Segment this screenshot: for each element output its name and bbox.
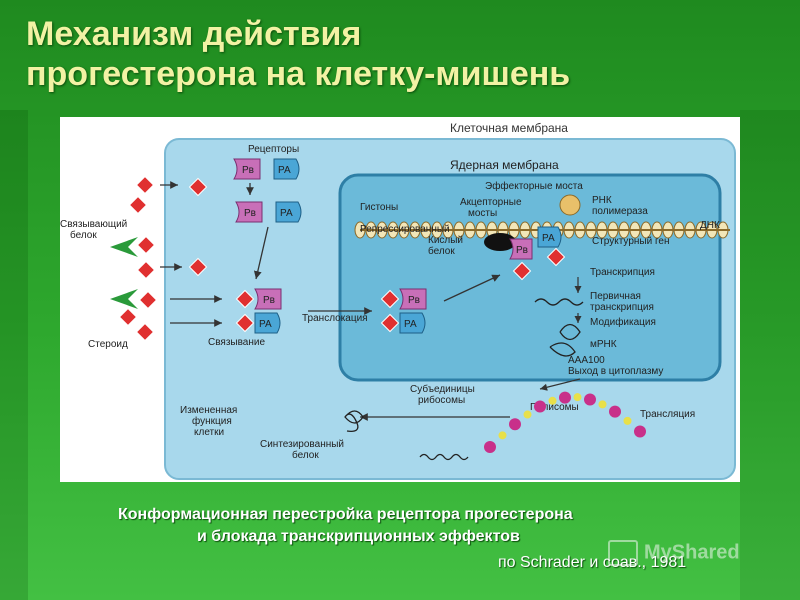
polysomes-label: Полисомы: [530, 402, 579, 413]
svg-text:Рв: Рв: [242, 165, 254, 176]
structural-gene-label: Структурный ген: [592, 236, 669, 247]
receptors-label: Рецепторы: [248, 144, 299, 155]
dna-label: ДНК: [700, 220, 720, 231]
svg-text:Рв: Рв: [263, 295, 275, 306]
rna-polymerase: [559, 194, 581, 216]
primary-transcript-label-2: транскрипция: [590, 302, 654, 313]
changed-function-label-3: клетки: [194, 427, 224, 438]
caption-line-1: Конформационная перестройка рецептора пр…: [118, 506, 573, 523]
citation: по Schrader и соав., 1981: [498, 554, 687, 571]
ribosome-subunits-label-2: рибосомы: [418, 394, 465, 406]
receptor-b-bound: Рв: [236, 288, 282, 310]
modification-label: Модификация: [590, 316, 656, 328]
title-line-2: прогестерона на клетку-мишень: [26, 55, 571, 93]
ribosome-subunits-label-1: Субъединицы: [410, 383, 475, 395]
translocation-label: Транслокация: [302, 313, 368, 324]
primary-transcript-wave: [534, 298, 584, 306]
receptor-on-dna: Рв РА: [509, 226, 565, 280]
synthesized-protein-wave: [419, 453, 469, 461]
steroid-label: Стероид: [88, 339, 128, 350]
rna-polymerase-label-1: РНК: [592, 195, 612, 206]
watermark-icon: [608, 540, 638, 566]
protein-tangle: [344, 410, 364, 432]
ribosome: [573, 393, 582, 402]
receptor-pair-1: Рв РА: [233, 158, 300, 180]
receptor-b-nucleus: Рв: [381, 288, 427, 310]
watermark: MyShared: [608, 540, 740, 566]
acidic-protein-label-1: Кислый: [428, 235, 463, 246]
acidic-protein-label-2: белок: [428, 245, 455, 257]
mrna-label: мРНК: [590, 339, 617, 350]
svg-text:Рв: Рв: [516, 245, 528, 256]
receptor-a-bound: РА: [236, 312, 281, 334]
effector-bridges-label: Эффекторные моста: [485, 180, 583, 192]
acidic-protein-blob: [484, 233, 516, 251]
ribosome: [534, 400, 546, 413]
translation-label: Трансляция: [640, 409, 695, 420]
svg-text:РА: РА: [278, 165, 291, 176]
binding-label: Связывание: [208, 337, 265, 348]
mrna-coil: [549, 323, 581, 357]
caption-line-2: и блокада транскрипционных эффектов: [197, 528, 520, 545]
receptor-pair-2: Рв РА: [235, 201, 302, 223]
svg-text:РА: РА: [404, 319, 417, 330]
ribosome: [523, 410, 532, 419]
primary-transcript-label-1: Первичная: [590, 291, 641, 302]
export-label: Выход в цитоплазму: [568, 366, 663, 377]
ribosome: [484, 441, 496, 453]
synthesized-protein-label-2: белок: [292, 449, 319, 461]
mechanism-diagram: Клеточная мембрана Ядерная мембрана ДНК …: [60, 117, 740, 482]
ribosome: [634, 425, 646, 438]
transcription-label: Транскрипция: [590, 267, 655, 278]
arrows: [160, 181, 510, 421]
ribosome: [623, 416, 632, 425]
receptor-a-nucleus: РА: [381, 312, 426, 334]
svg-text:Рв: Рв: [408, 295, 420, 306]
nuclear-membrane-label: Ядерная мембрана: [450, 158, 559, 172]
watermark-text: MyShared: [644, 541, 740, 564]
histones-label: Гистоны: [360, 202, 398, 213]
polya-label: AAA100: [568, 355, 605, 366]
ribosome: [584, 393, 596, 406]
changed-function-label-1: Измененная: [180, 405, 237, 416]
acceptor-bridges-label-1: Акцепторные: [460, 197, 522, 208]
rna-polymerase-label-2: полимераза: [592, 206, 648, 217]
ribosome: [498, 431, 507, 440]
repressed-label: Репрессированный: [360, 224, 450, 235]
acceptor-bridges-label-2: мосты: [468, 208, 497, 219]
title-line-1: Механизм действия: [26, 15, 362, 53]
slide-title: Механизм действия прогестерона на клетку…: [26, 14, 786, 94]
cell-membrane-label: Клеточная мембрана: [450, 121, 568, 135]
binding-protein-label-1: Связывающий: [60, 219, 127, 230]
changed-function-label-2: функция: [192, 415, 232, 427]
svg-text:Рв: Рв: [244, 208, 256, 219]
svg-text:РА: РА: [280, 208, 293, 219]
ribosome: [609, 405, 621, 418]
polysome-chain: [484, 391, 646, 453]
binding-protein-2: [110, 289, 138, 309]
synthesized-protein-label-1: Синтезированный: [260, 439, 344, 450]
binding-protein-label-2: белок: [70, 229, 97, 241]
ribosome: [598, 400, 607, 409]
svg-text:РА: РА: [542, 233, 555, 244]
ribosome: [509, 418, 521, 431]
binding-protein-1: [110, 237, 138, 257]
ribosome: [559, 391, 571, 404]
svg-text:РА: РА: [259, 319, 272, 330]
ribosome: [548, 396, 557, 405]
